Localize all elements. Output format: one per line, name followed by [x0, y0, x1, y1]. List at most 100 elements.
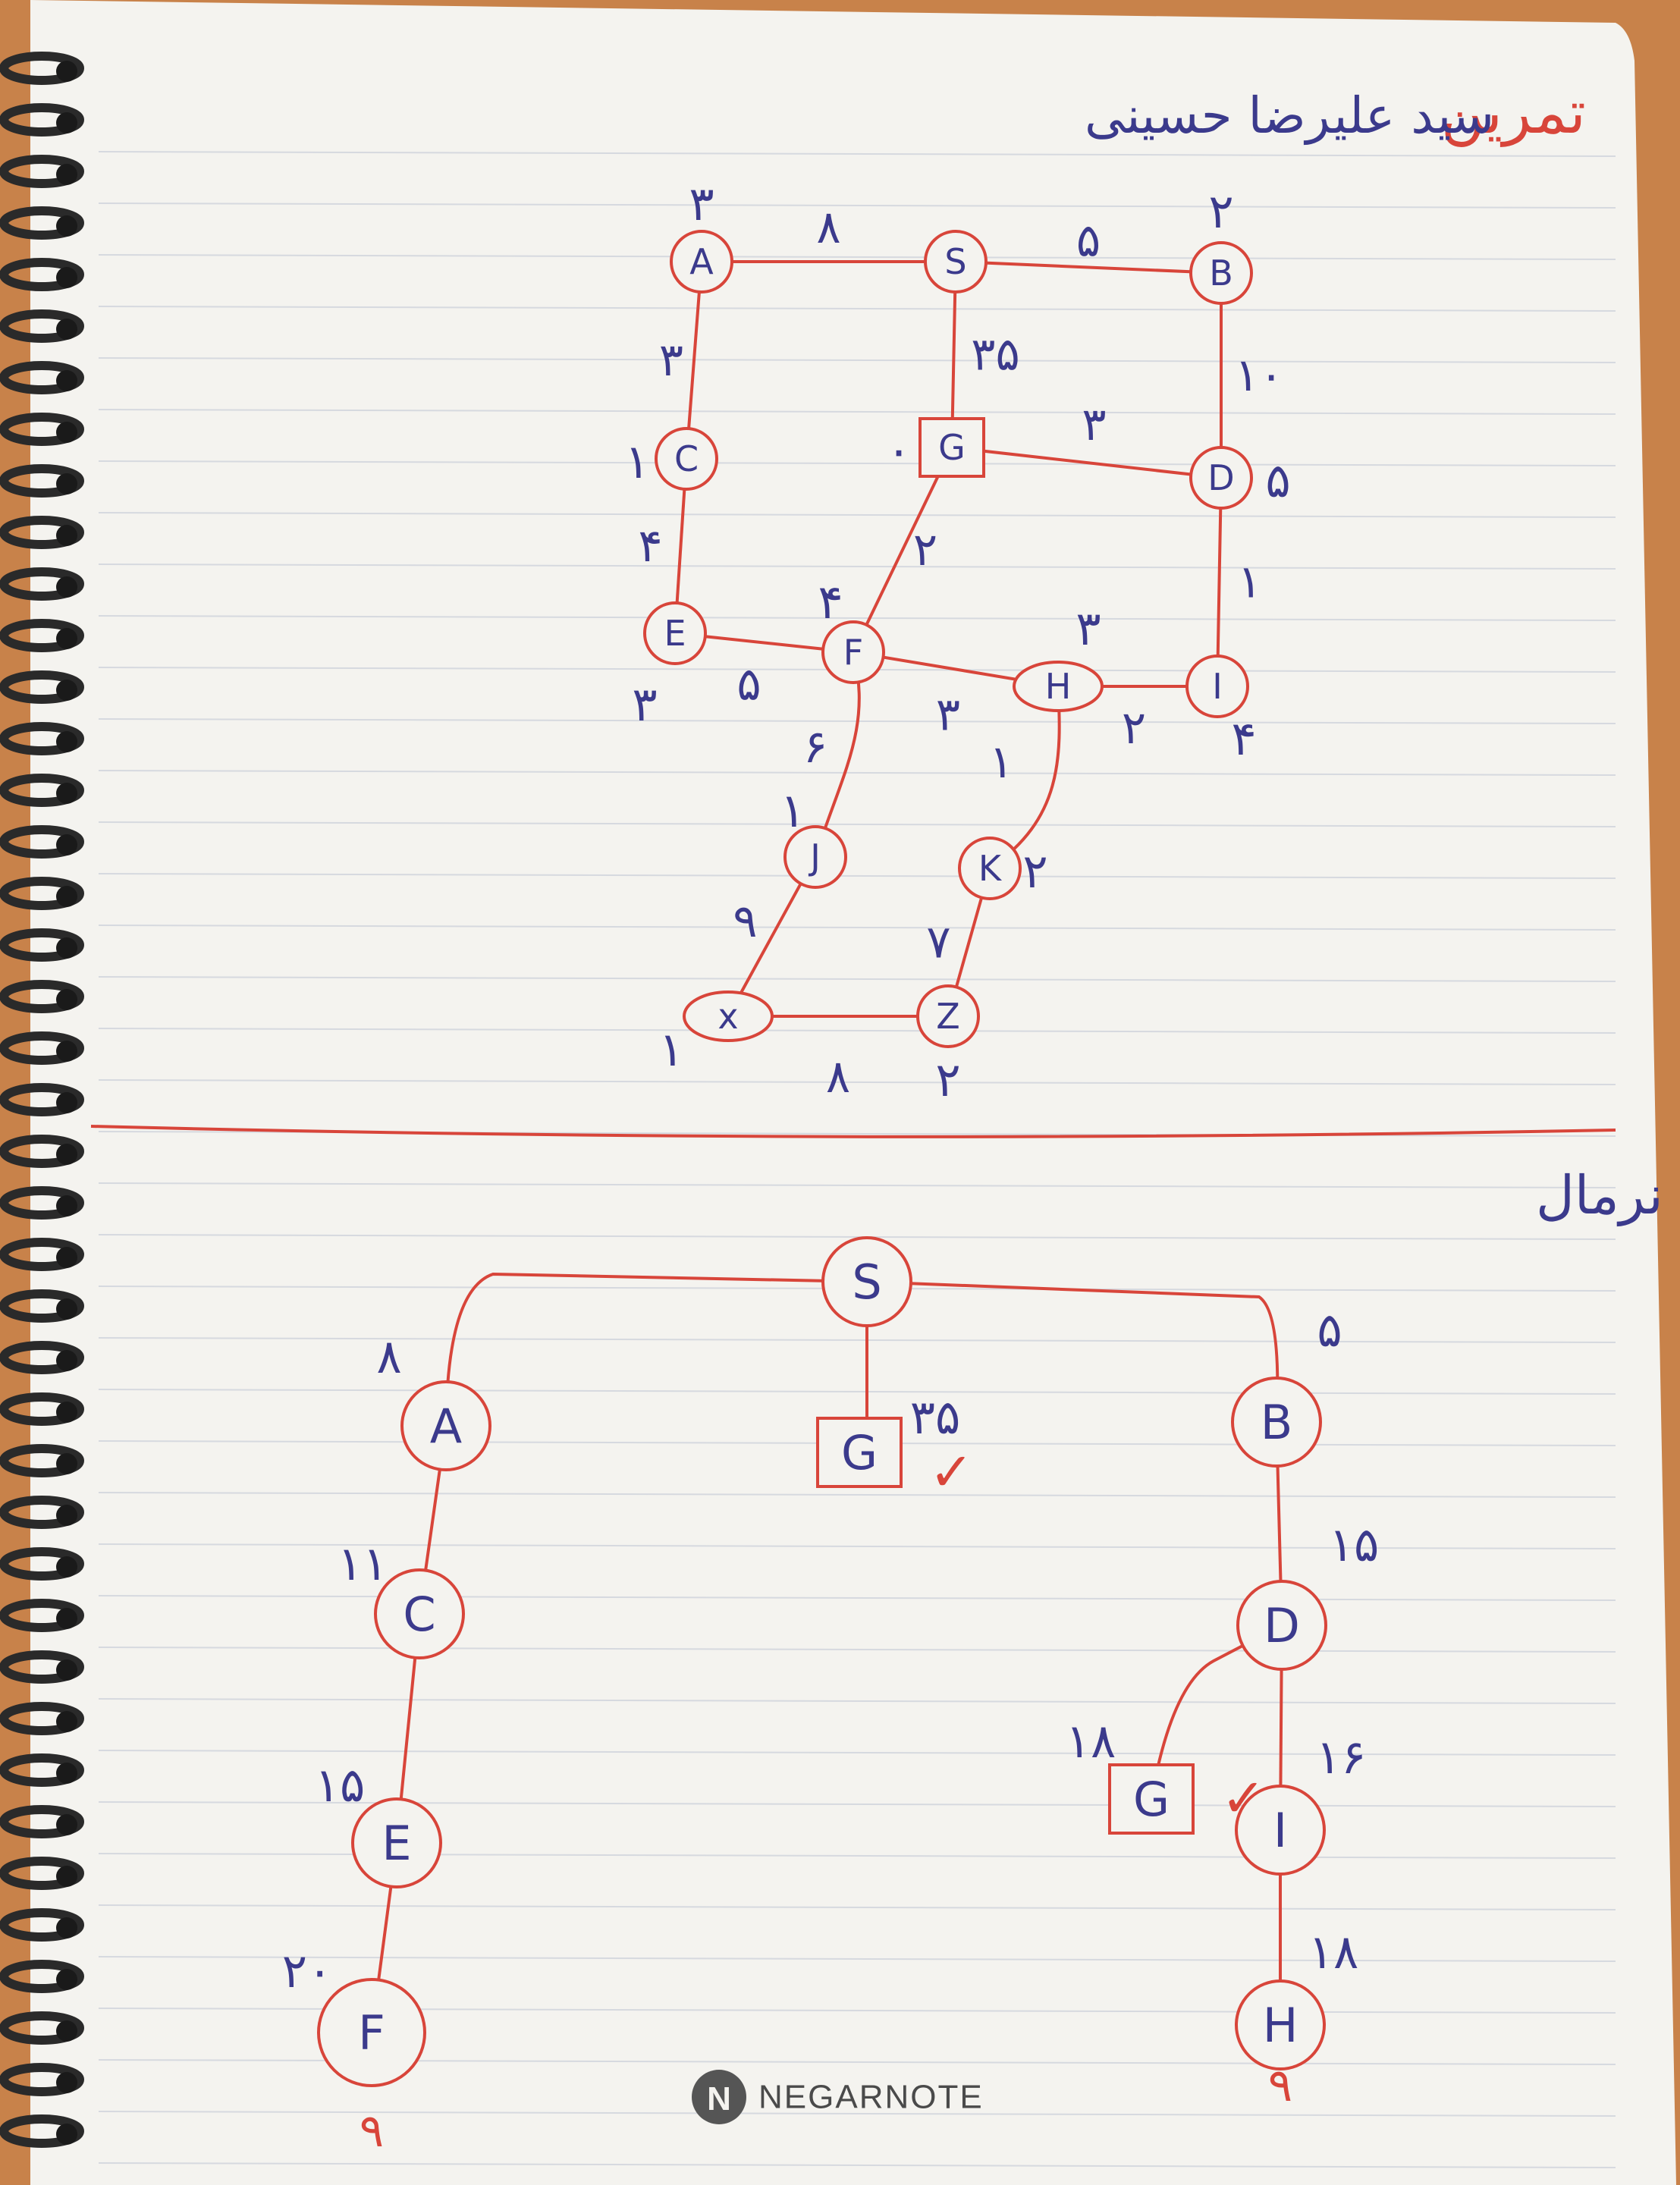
spiral-hole: [56, 1969, 77, 1990]
tree-node-c: C۱۱: [338, 1536, 465, 1659]
ruled-line: [98, 925, 1616, 931]
edge-weight-g-f: ۲: [913, 523, 937, 576]
spiral-ring: [0, 1341, 84, 1374]
ruled-line: [98, 1956, 1616, 1962]
spiral-ring: [0, 1135, 84, 1168]
ruled-line: [98, 254, 1616, 260]
spiral-ring: [0, 516, 84, 549]
spiral-ring: [0, 722, 84, 755]
edge-s-b: [955, 260, 1222, 275]
node-label: K: [978, 848, 1003, 889]
node-path-cost: ۱۸: [1308, 1924, 1359, 1979]
spiral-hole: [56, 164, 77, 185]
node-shape: [1236, 1580, 1327, 1671]
node-shape: [1185, 655, 1249, 718]
ruled-line: [98, 1492, 1616, 1498]
node-label: G: [938, 427, 966, 468]
node-heuristic: ۵: [1265, 453, 1290, 508]
ruled-line: [98, 1750, 1616, 1756]
node-shape: [655, 427, 718, 491]
spiral-ring: [0, 1753, 84, 1787]
ruled-line: [98, 460, 1616, 466]
tree-node-h: H۱۸: [1235, 1924, 1359, 2070]
spiral-hole: [56, 1402, 77, 1423]
spiral-hole: [56, 215, 77, 237]
ruled-line: [98, 2162, 1616, 2168]
spiral-ring: [0, 1392, 84, 1426]
spiral-hole: [56, 1659, 77, 1681]
spiral-hole: [56, 937, 77, 959]
spiral-ring: [0, 52, 84, 85]
edge-weight-c-e: ۴: [638, 520, 662, 573]
edge-a-c: [685, 261, 703, 460]
goal-check-icon: ✓: [929, 1441, 974, 1503]
spiral-ring: [0, 1702, 84, 1735]
tree-node-a: A۸: [376, 1329, 491, 1471]
spiral-hole: [56, 2124, 77, 2145]
ruled-line: [98, 564, 1616, 570]
edge-weight-k-z: ۷: [926, 916, 950, 969]
node-shape: [1235, 1785, 1326, 1876]
node-heuristic: ۳: [632, 677, 657, 732]
graph-node-s: S: [924, 230, 988, 294]
node-heuristic: ۰: [886, 422, 911, 478]
node-path-cost: ۱۶: [1316, 1729, 1367, 1785]
node-shape: [958, 837, 1022, 900]
node-heuristic: ۱: [780, 783, 805, 838]
spiral-hole: [56, 267, 77, 288]
node-label: S: [852, 1254, 881, 1310]
node-heuristic: ۱: [624, 434, 649, 489]
node-label: C: [403, 1587, 435, 1642]
edge-weight-f-h: ۳: [936, 689, 960, 742]
ruled-line: [98, 1595, 1616, 1601]
edge-g-f: [852, 447, 953, 653]
edge-weight-b-d: ۱۰: [1235, 349, 1283, 402]
graph-node-b: B۲: [1189, 184, 1253, 305]
node-heuristic: ۱: [658, 1022, 683, 1077]
node-shape: [1235, 1979, 1326, 2070]
spiral-hole: [56, 989, 77, 1010]
spiral-ring: [0, 1238, 84, 1271]
ruled-line: [98, 615, 1616, 621]
negarnote-logo-letter: N: [707, 2080, 731, 2118]
spiral-hole: [56, 422, 77, 443]
spiral-ring: [0, 619, 84, 652]
node-path-cost: ۱۸: [1066, 1713, 1116, 1769]
spiral-hole: [56, 2020, 77, 2042]
goal-check-icon: ✓: [1221, 1767, 1266, 1829]
spiral-ring: [0, 1289, 84, 1323]
spiral-ring: [0, 567, 84, 601]
spiral-ring: [0, 1031, 84, 1065]
edge-weight-s-g: ۳۵: [971, 328, 1019, 381]
node-label: G: [841, 1425, 878, 1480]
node-heuristic: ۲: [1208, 184, 1233, 239]
node-heuristic: ۳: [1076, 601, 1101, 656]
spiral-ring: [0, 1908, 84, 1942]
node-heuristic: ۲: [935, 1052, 960, 1107]
edge-weight-j-x: ۹: [733, 895, 757, 948]
node-label: F: [843, 632, 863, 673]
graph-node-z: Z۲: [916, 984, 980, 1107]
node-shape: [374, 1568, 465, 1659]
ruled-line: [98, 512, 1616, 518]
spiral-ring: [0, 1805, 84, 1838]
tree-node-g1: G ۳۵: [816, 1389, 961, 1488]
node-shape: [1189, 241, 1253, 305]
node-shape: [317, 1978, 426, 2087]
node-label: A: [430, 1399, 462, 1454]
node-shape: [1108, 1763, 1195, 1835]
tree-node-i: I۱۶: [1235, 1729, 1367, 1876]
spiral-hole: [56, 1350, 77, 1371]
spiral-hole: [56, 319, 77, 340]
graph-node-x: x۱: [658, 990, 774, 1077]
spiral-ring: [0, 825, 84, 859]
graph-node-f: F۴: [818, 574, 885, 684]
ruled-line: [98, 1543, 1616, 1549]
spiral-ring: [0, 877, 84, 910]
ruled-line: [98, 151, 1616, 157]
ruled-line: [98, 1182, 1616, 1188]
node-path-cost: ۳۵: [910, 1389, 961, 1445]
node-label: G: [1133, 1772, 1170, 1827]
node-shape: [821, 1236, 912, 1327]
